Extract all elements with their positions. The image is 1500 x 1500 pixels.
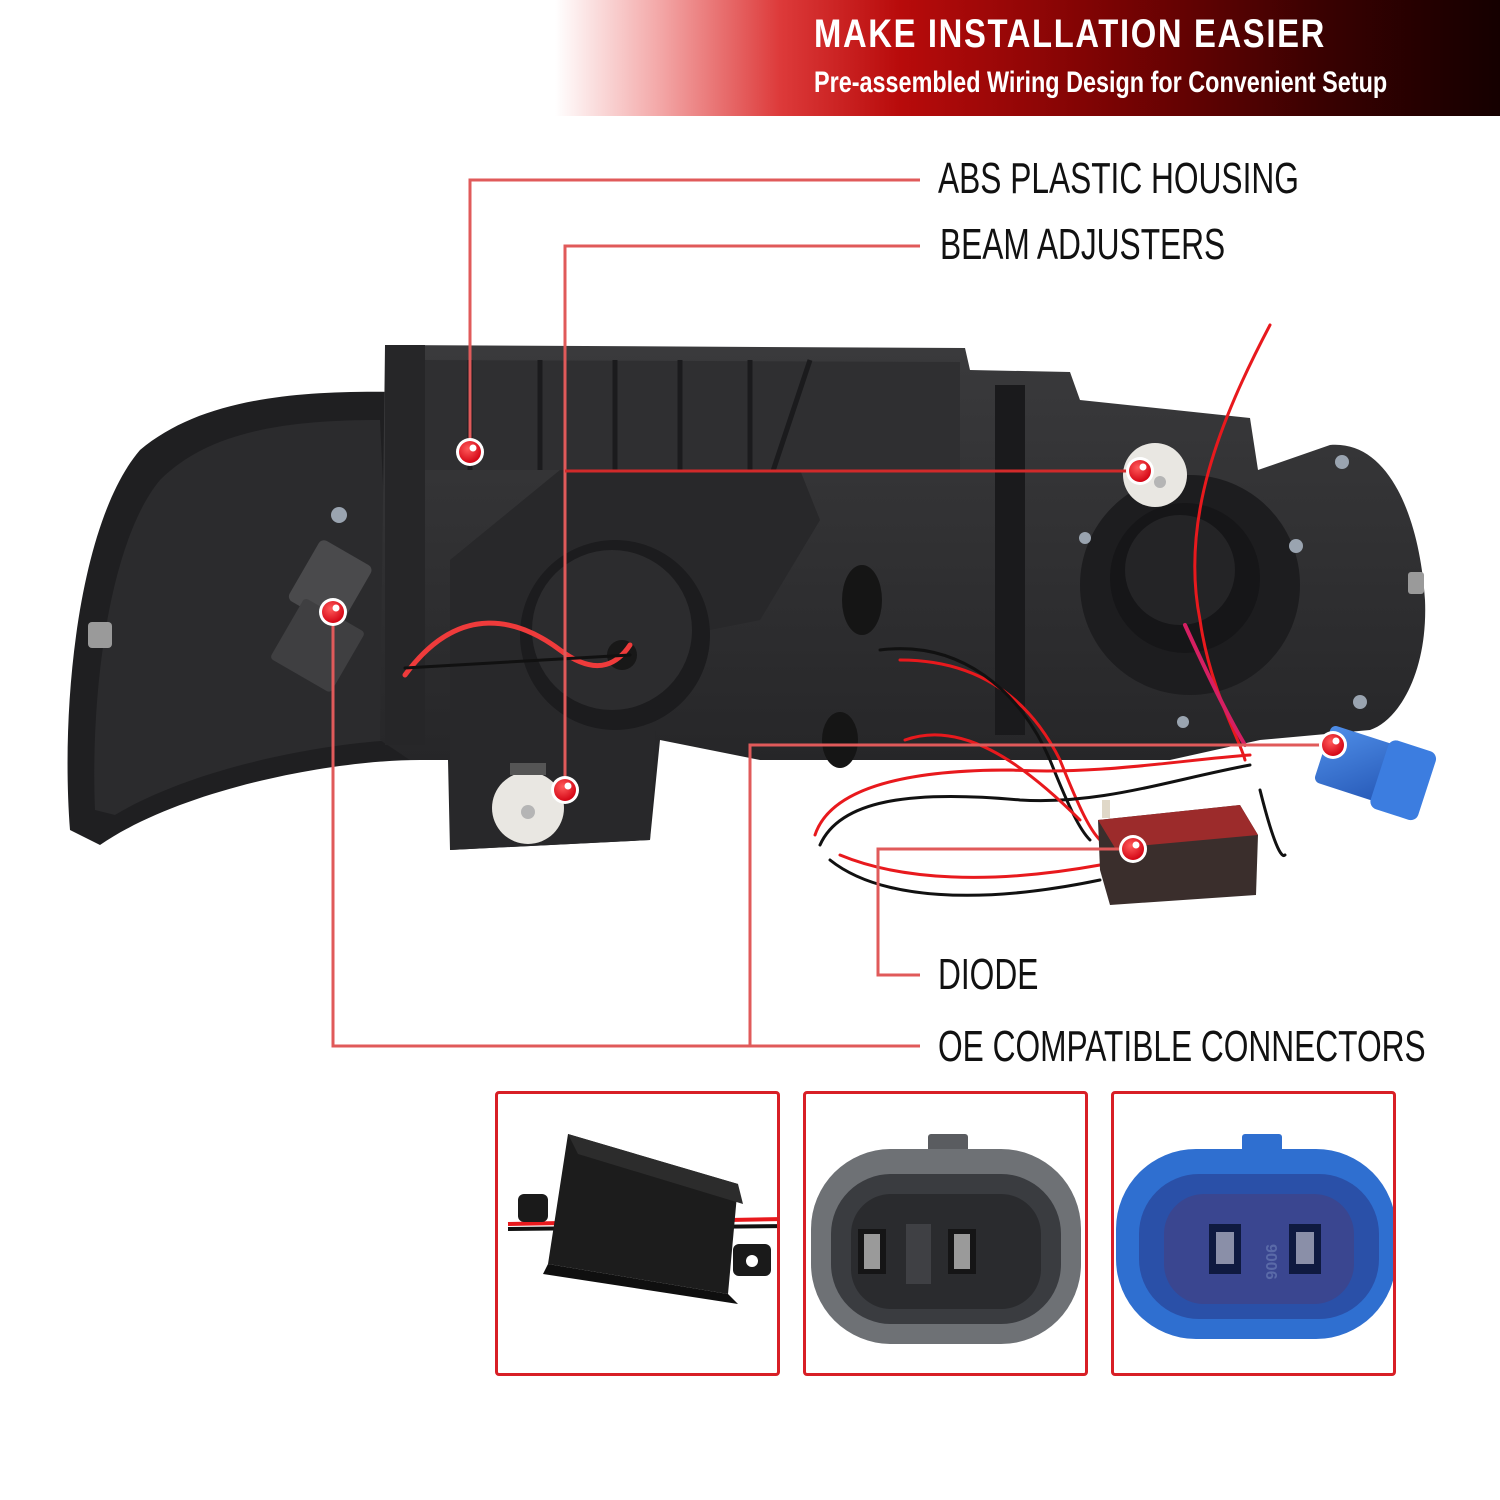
- blue-connector-closeup-image: 9006: [1116, 1134, 1393, 1339]
- thumbnail-blue-connector: 9006: [1111, 1091, 1396, 1376]
- callout-label-diode: DIODE: [938, 950, 1039, 999]
- marker-housing-dot: [456, 438, 484, 466]
- callout-leader-lines: [331, 178, 1330, 1048]
- diode-closeup-image: [507, 1134, 777, 1304]
- marker-adjuster-bottom-dot: [551, 776, 579, 804]
- thumbnail-diode: [495, 1091, 780, 1376]
- housing-left-wing: [67, 391, 420, 845]
- banner-subtitle: Pre-assembled Wiring Design for Convenie…: [814, 66, 1388, 99]
- marker-adjuster-top-dot: [1126, 457, 1154, 485]
- callout-label-oe-connectors: OE COMPATIBLE CONNECTORS: [938, 1022, 1426, 1071]
- callout-label-beam-adjusters: BEAM ADJUSTERS: [940, 220, 1226, 269]
- marker-diode-dot: [1119, 835, 1147, 863]
- banner-title: MAKE INSTALLATION EASIER: [814, 12, 1326, 56]
- connector-embossed-text: 9006: [1262, 1244, 1279, 1280]
- callout-markers: [319, 438, 1347, 863]
- gray-connector-closeup-image: [811, 1134, 1081, 1344]
- marker-connector-left-dot: [319, 598, 347, 626]
- wiring-harness: [402, 323, 1287, 897]
- header-banner: MAKE INSTALLATION EASIER Pre-assembled W…: [0, 0, 1500, 116]
- thumbnail-gray-connector: [803, 1091, 1088, 1376]
- marker-connector-blue-dot: [1319, 731, 1347, 759]
- callout-label-abs-housing: ABS PLASTIC HOUSING: [938, 154, 1299, 203]
